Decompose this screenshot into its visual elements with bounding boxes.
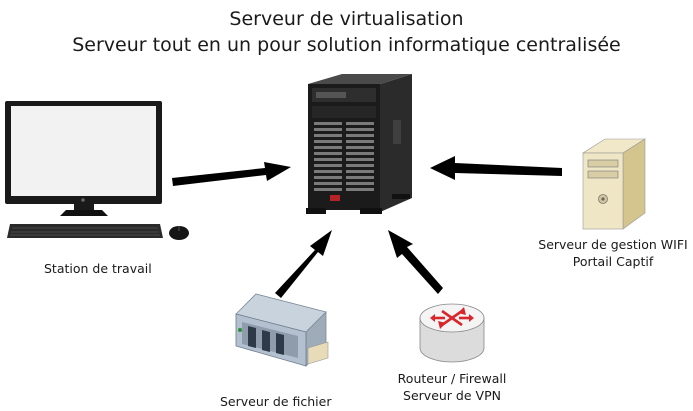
wifi-server-label: Serveur de gestion WIFI Portail Captif	[533, 236, 693, 270]
router-label: Routeur / Firewall Serveur de VPN	[378, 370, 526, 404]
central-server-icon	[300, 70, 415, 220]
wifi-server-icon	[575, 133, 655, 233]
file-server-label: Serveur de fichier	[220, 394, 332, 409]
router-label-line2: Serveur de VPN	[403, 388, 501, 403]
router-label-line1: Routeur / Firewall	[397, 371, 507, 386]
wifi-server-label-line2: Portail Captif	[572, 254, 654, 269]
wifi-server-label-line1: Serveur de gestion WIFI	[538, 237, 688, 252]
diagram-title: Serveur de virtualisation	[229, 8, 464, 30]
router-icon	[414, 296, 490, 368]
workstation-label: Station de travail	[44, 261, 152, 276]
diagram-subtitle: Serveur tout en un pour solution informa…	[72, 34, 621, 56]
arrow-workstation-to-server	[172, 162, 291, 186]
file-server-icon	[228, 288, 333, 373]
arrow-router-to-server	[388, 230, 443, 294]
arrow-fileserver-to-server	[275, 230, 332, 298]
arrow-wifi-to-server	[430, 156, 562, 180]
workstation-icon	[0, 98, 200, 248]
